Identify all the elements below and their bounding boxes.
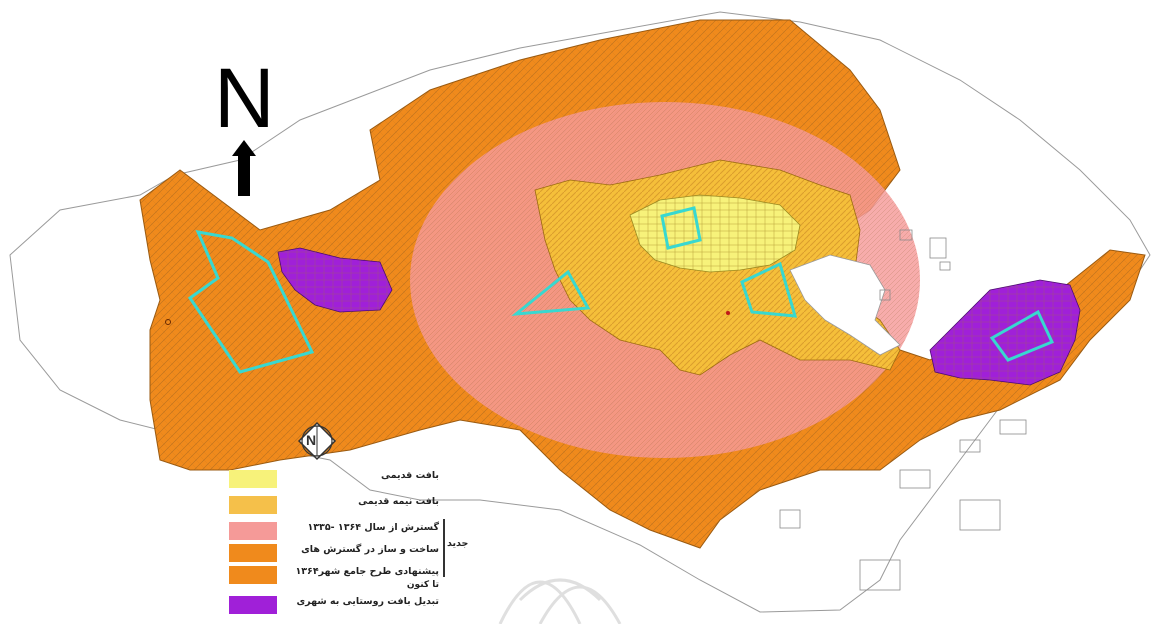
legend-swatch <box>229 470 277 488</box>
center-marker <box>726 311 730 315</box>
legend-label: پیشنهادی طرح جامع شهر۱۳۶۴ <box>295 566 439 577</box>
legend-group-bracket <box>443 519 445 577</box>
legend-swatch <box>229 496 277 514</box>
legend-item-construction: ساخت و ساز در گسترش های <box>229 542 489 564</box>
highlight-area-core <box>660 206 702 250</box>
compass-icon <box>297 421 337 461</box>
highlight-area-east <box>989 309 1055 362</box>
legend-label: بافت نیمه قدیمی <box>358 496 439 507</box>
rural-west-texture <box>278 248 392 312</box>
legend-label: بافت قدیمی <box>381 470 439 481</box>
legend-item-expansion-1335-1364: گسترش از سال ۱۳۶۴ -۱۳۳۵ <box>229 520 489 542</box>
legend-label: ساخت و ساز در گسترش های <box>301 544 439 555</box>
outlying-parcels <box>779 229 1027 591</box>
legend-swatch <box>229 566 277 584</box>
watermark-emblem <box>498 578 622 624</box>
highlight-area-center-east <box>740 261 798 318</box>
highlight-area-west <box>187 230 315 374</box>
legend-swatch <box>229 522 277 540</box>
legend-label: تبدیل بافت روستایی به شهری <box>296 596 439 607</box>
compass-letter: N <box>306 432 317 448</box>
legend-label: گسترش از سال ۱۳۶۴ -۱۳۳۵ <box>307 522 439 533</box>
legend-item-old-fabric: بافت قدیمی <box>229 468 489 490</box>
legend-item-rural-to-urban: تبدیل بافت روستایی به شهری <box>229 594 489 616</box>
west-marker <box>165 319 171 325</box>
legend-sublabel: تا کنون <box>406 580 439 590</box>
north-letter: N <box>214 51 275 145</box>
legend-swatch <box>229 596 277 614</box>
open-land-east <box>789 254 901 356</box>
legend-item-semi-old-fabric: بافت نیمه قدیمی <box>229 494 489 516</box>
highlight-area-center-west <box>511 269 591 316</box>
rural-east-texture <box>930 280 1080 385</box>
north-arrow-icon <box>232 140 256 196</box>
legend-swatch <box>229 544 277 562</box>
legend-group-label: جدید <box>447 538 469 549</box>
legend-item-proposed-master-plan: پیشنهادی طرح جامع شهر۱۳۶۴ تا کنون <box>229 564 489 594</box>
